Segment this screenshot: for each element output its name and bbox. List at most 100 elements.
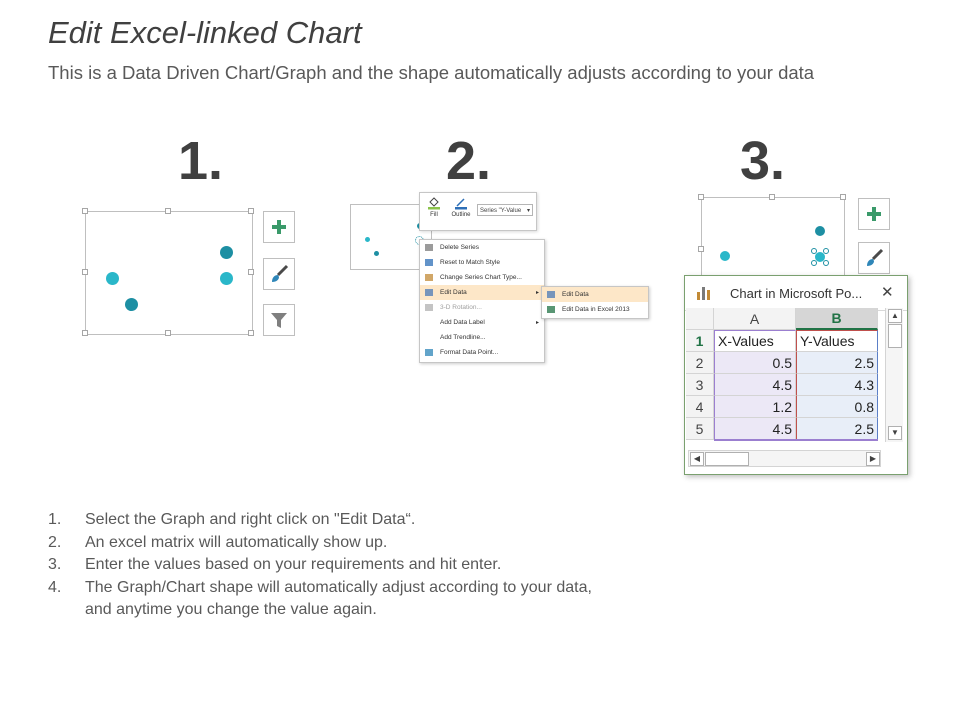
instruction-number: 1. xyxy=(48,511,62,528)
menu-item-delete-series[interactable]: Delete Series xyxy=(420,240,544,255)
instruction-item: 1. Select the Graph and right click on "E… xyxy=(48,509,592,532)
resize-handle[interactable] xyxy=(82,269,88,275)
row-header[interactable]: 1 xyxy=(686,330,714,352)
instruction-text: Enter the values based on your requireme… xyxy=(85,556,502,573)
pen-outline-icon xyxy=(455,198,467,210)
row-header[interactable]: 2 xyxy=(686,352,714,374)
instruction-list: 1. Select the Graph and right click on "E… xyxy=(48,509,592,622)
excel-cell-b[interactable]: 2.5 xyxy=(796,352,878,374)
row-header[interactable]: 5 xyxy=(686,418,714,440)
excel-cell-b[interactable]: 0.8 xyxy=(796,396,878,418)
submenu-item-label: Edit Data xyxy=(562,291,589,298)
menu-item-add-data-label[interactable]: Add Data Label▸ xyxy=(420,315,544,330)
excel-cell-a[interactable]: 1.2 xyxy=(714,396,796,418)
menu-item-label: Edit Data xyxy=(440,289,467,296)
column-header-b[interactable]: B xyxy=(796,308,878,330)
plus-icon xyxy=(272,220,286,234)
submenu-item-label: Edit Data in Excel 2013 xyxy=(562,306,630,313)
menu-item-format-data-point[interactable]: Format Data Point... xyxy=(420,345,544,360)
excel-cell-a[interactable]: 0.5 xyxy=(714,352,796,374)
chart-selection-box[interactable] xyxy=(698,194,846,278)
edit-data-icon xyxy=(547,291,555,298)
format-mini-toolbar: Fill Outline Series "Y-Value▾ xyxy=(419,192,537,231)
chart-elements-button[interactable] xyxy=(263,211,295,243)
selected-point-icon[interactable] xyxy=(810,247,830,267)
chart-elements-button[interactable] xyxy=(858,198,890,230)
horizontal-scrollbar[interactable]: ◀ ▶ xyxy=(688,450,881,467)
scatter-point xyxy=(219,272,233,286)
instruction-number: 3. xyxy=(48,556,62,573)
scatter-point xyxy=(365,237,370,242)
instruction-number: 2. xyxy=(48,533,62,551)
scroll-left-icon[interactable]: ◀ xyxy=(690,452,704,466)
menu-item-reset-to-match-style[interactable]: Reset to Match Style xyxy=(420,255,544,270)
select-all-corner[interactable] xyxy=(686,308,714,330)
instruction-item: 4.The Graph/Chart shape will automatical… xyxy=(48,577,592,600)
series-select[interactable]: Series "Y-Value▾ xyxy=(477,204,533,216)
chart-filters-button[interactable] xyxy=(263,304,295,336)
chart-selection-box[interactable] xyxy=(82,208,254,336)
fill-bucket-icon xyxy=(428,197,440,210)
scatter-point xyxy=(105,272,119,286)
scatter-plot-area[interactable] xyxy=(701,197,845,278)
paintbrush-icon xyxy=(272,264,289,282)
reset-icon xyxy=(425,259,433,266)
plus-icon xyxy=(867,207,881,221)
menu-item-edit-data[interactable]: Edit Data ▸ xyxy=(420,285,544,300)
menu-item-change-series-chart-type[interactable]: Change Series Chart Type... xyxy=(420,270,544,285)
submenu-item-edit-data-in-excel-2013[interactable]: Edit Data in Excel 2013 xyxy=(542,302,648,317)
chart-styles-button[interactable] xyxy=(858,242,890,274)
row-header[interactable]: 3 xyxy=(686,374,714,396)
menu-item-label: 3-D Rotation... xyxy=(440,304,482,311)
chart-styles-button[interactable] xyxy=(263,258,295,290)
resize-handle[interactable] xyxy=(82,208,88,214)
scroll-thumb[interactable] xyxy=(705,452,749,466)
fill-button[interactable]: Fill xyxy=(425,196,443,226)
column-header-a[interactable]: A xyxy=(714,308,796,330)
scroll-thumb[interactable] xyxy=(888,324,902,348)
menu-item-label: Add Trendline... xyxy=(440,334,486,341)
excel-cell-a[interactable]: 4.5 xyxy=(714,374,796,396)
resize-handle[interactable] xyxy=(165,208,171,214)
dropdown-arrow-icon: ▾ xyxy=(526,208,530,214)
scatter-plot-area[interactable] xyxy=(85,211,253,335)
scatter-points xyxy=(86,212,252,334)
excel-cell-a[interactable]: X-Values xyxy=(714,330,796,352)
resize-handle[interactable] xyxy=(698,246,704,252)
menu-item-add-trendline[interactable]: Add Trendline... xyxy=(420,330,544,345)
chart-type-icon xyxy=(425,274,433,281)
row-header[interactable]: 4 xyxy=(686,396,714,418)
close-icon[interactable]: ✕ xyxy=(881,284,894,301)
resize-handle[interactable] xyxy=(840,194,846,200)
resize-handle[interactable] xyxy=(769,194,775,200)
scroll-up-icon[interactable]: ▲ xyxy=(888,309,902,323)
bar-chart-icon xyxy=(697,287,710,300)
funnel-icon xyxy=(271,313,287,328)
instruction-text: The Graph/Chart shape will automatically… xyxy=(85,578,592,596)
resize-handle[interactable] xyxy=(165,330,171,336)
excel-cell-b[interactable]: 4.3 xyxy=(796,374,878,396)
excel-cell-a[interactable]: 4.5 xyxy=(714,418,796,440)
excel-icon xyxy=(547,306,555,313)
vertical-scrollbar[interactable]: ▲ ▼ xyxy=(885,308,903,442)
resize-handle[interactable] xyxy=(248,208,254,214)
resize-handle[interactable] xyxy=(248,269,254,275)
instruction-text: Select the Graph and right click on "Edi… xyxy=(85,511,416,528)
outline-button[interactable]: Outline xyxy=(448,196,474,226)
resize-handle[interactable] xyxy=(248,330,254,336)
submenu-arrow-icon: ▸ xyxy=(535,290,539,296)
excel-cell-b[interactable]: Y-Values xyxy=(796,330,878,352)
submenu-item-edit-data[interactable]: Edit Data xyxy=(542,287,648,302)
resize-handle[interactable] xyxy=(698,194,704,200)
scroll-down-icon[interactable]: ▼ xyxy=(888,426,902,440)
menu-item-label: Add Data Label xyxy=(440,319,485,326)
menu-item-3-d-rotation: 3-D Rotation... xyxy=(420,300,544,315)
format-icon xyxy=(425,349,433,356)
resize-handle[interactable] xyxy=(82,330,88,336)
excel-title-bar: Chart in Microsoft Po... ✕ xyxy=(685,276,907,311)
excel-cell-b[interactable]: 2.5 xyxy=(796,418,878,440)
scroll-right-icon[interactable]: ▶ xyxy=(866,452,880,466)
scatter-point xyxy=(815,226,825,236)
step-number-1: 1. xyxy=(178,131,224,191)
